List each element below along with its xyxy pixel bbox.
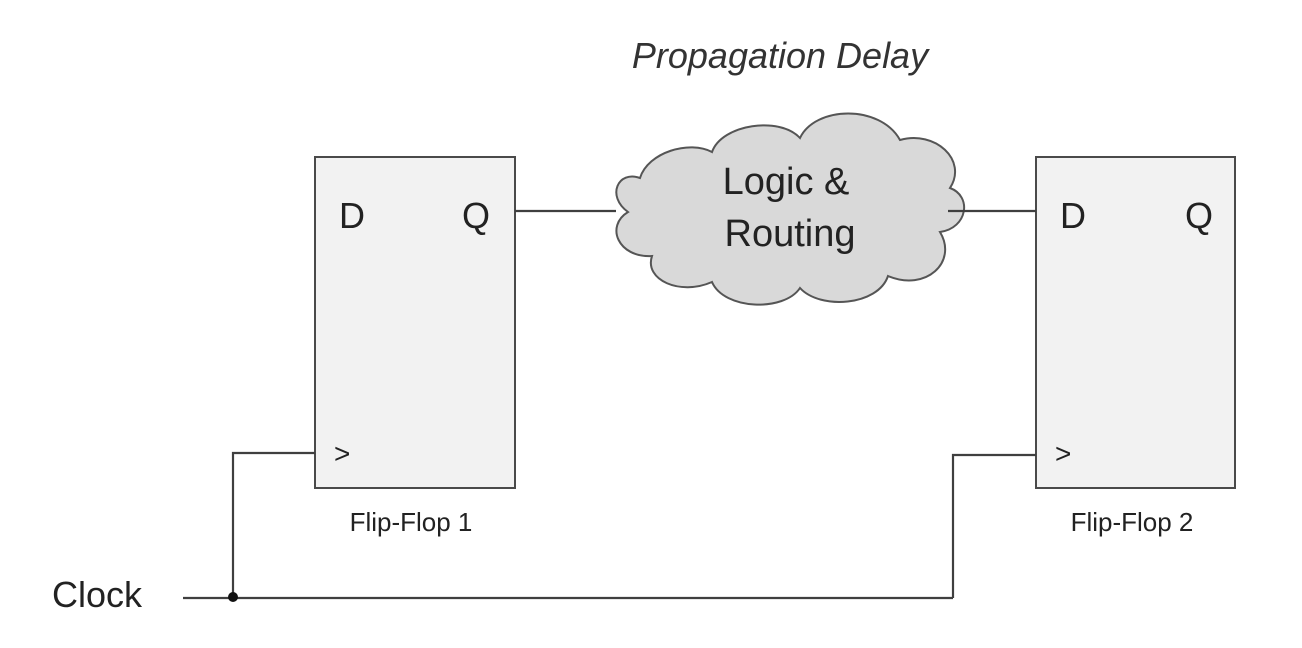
flip-flop-1-caption: Flip-Flop 1 [350, 507, 473, 537]
flip-flop-2: D Q > Flip-Flop 2 [1035, 156, 1236, 537]
diagram-title: Propagation Delay [632, 35, 930, 76]
flip-flop-2-d-pin: D [1060, 195, 1086, 236]
flip-flop-2-q-pin: Q [1185, 195, 1213, 236]
clock-to-ff1-wire [231, 451, 315, 597]
flip-flop-1-box [314, 156, 516, 489]
logic-routing-cloud: Logic & Routing [615, 112, 966, 306]
flip-flop-1-q-pin: Q [462, 195, 490, 236]
clock-to-ff2-wire [951, 453, 1036, 598]
cloud-label-line-2: Routing [725, 213, 856, 255]
cloud-shape [615, 112, 966, 306]
cloud-label-line-1: Logic & [723, 161, 850, 203]
flip-flop-2-caption: Flip-Flop 2 [1071, 507, 1194, 537]
flip-flop-1: D Q > Flip-Flop 1 [314, 156, 516, 537]
flip-flop-2-box [1035, 156, 1236, 489]
clock-label: Clock [52, 574, 143, 615]
flip-flop-1-clock-pin: > [334, 438, 350, 469]
flip-flop-1-d-pin: D [339, 195, 365, 236]
clock-junction-dot [228, 592, 238, 602]
flip-flop-2-clock-pin: > [1055, 438, 1071, 469]
